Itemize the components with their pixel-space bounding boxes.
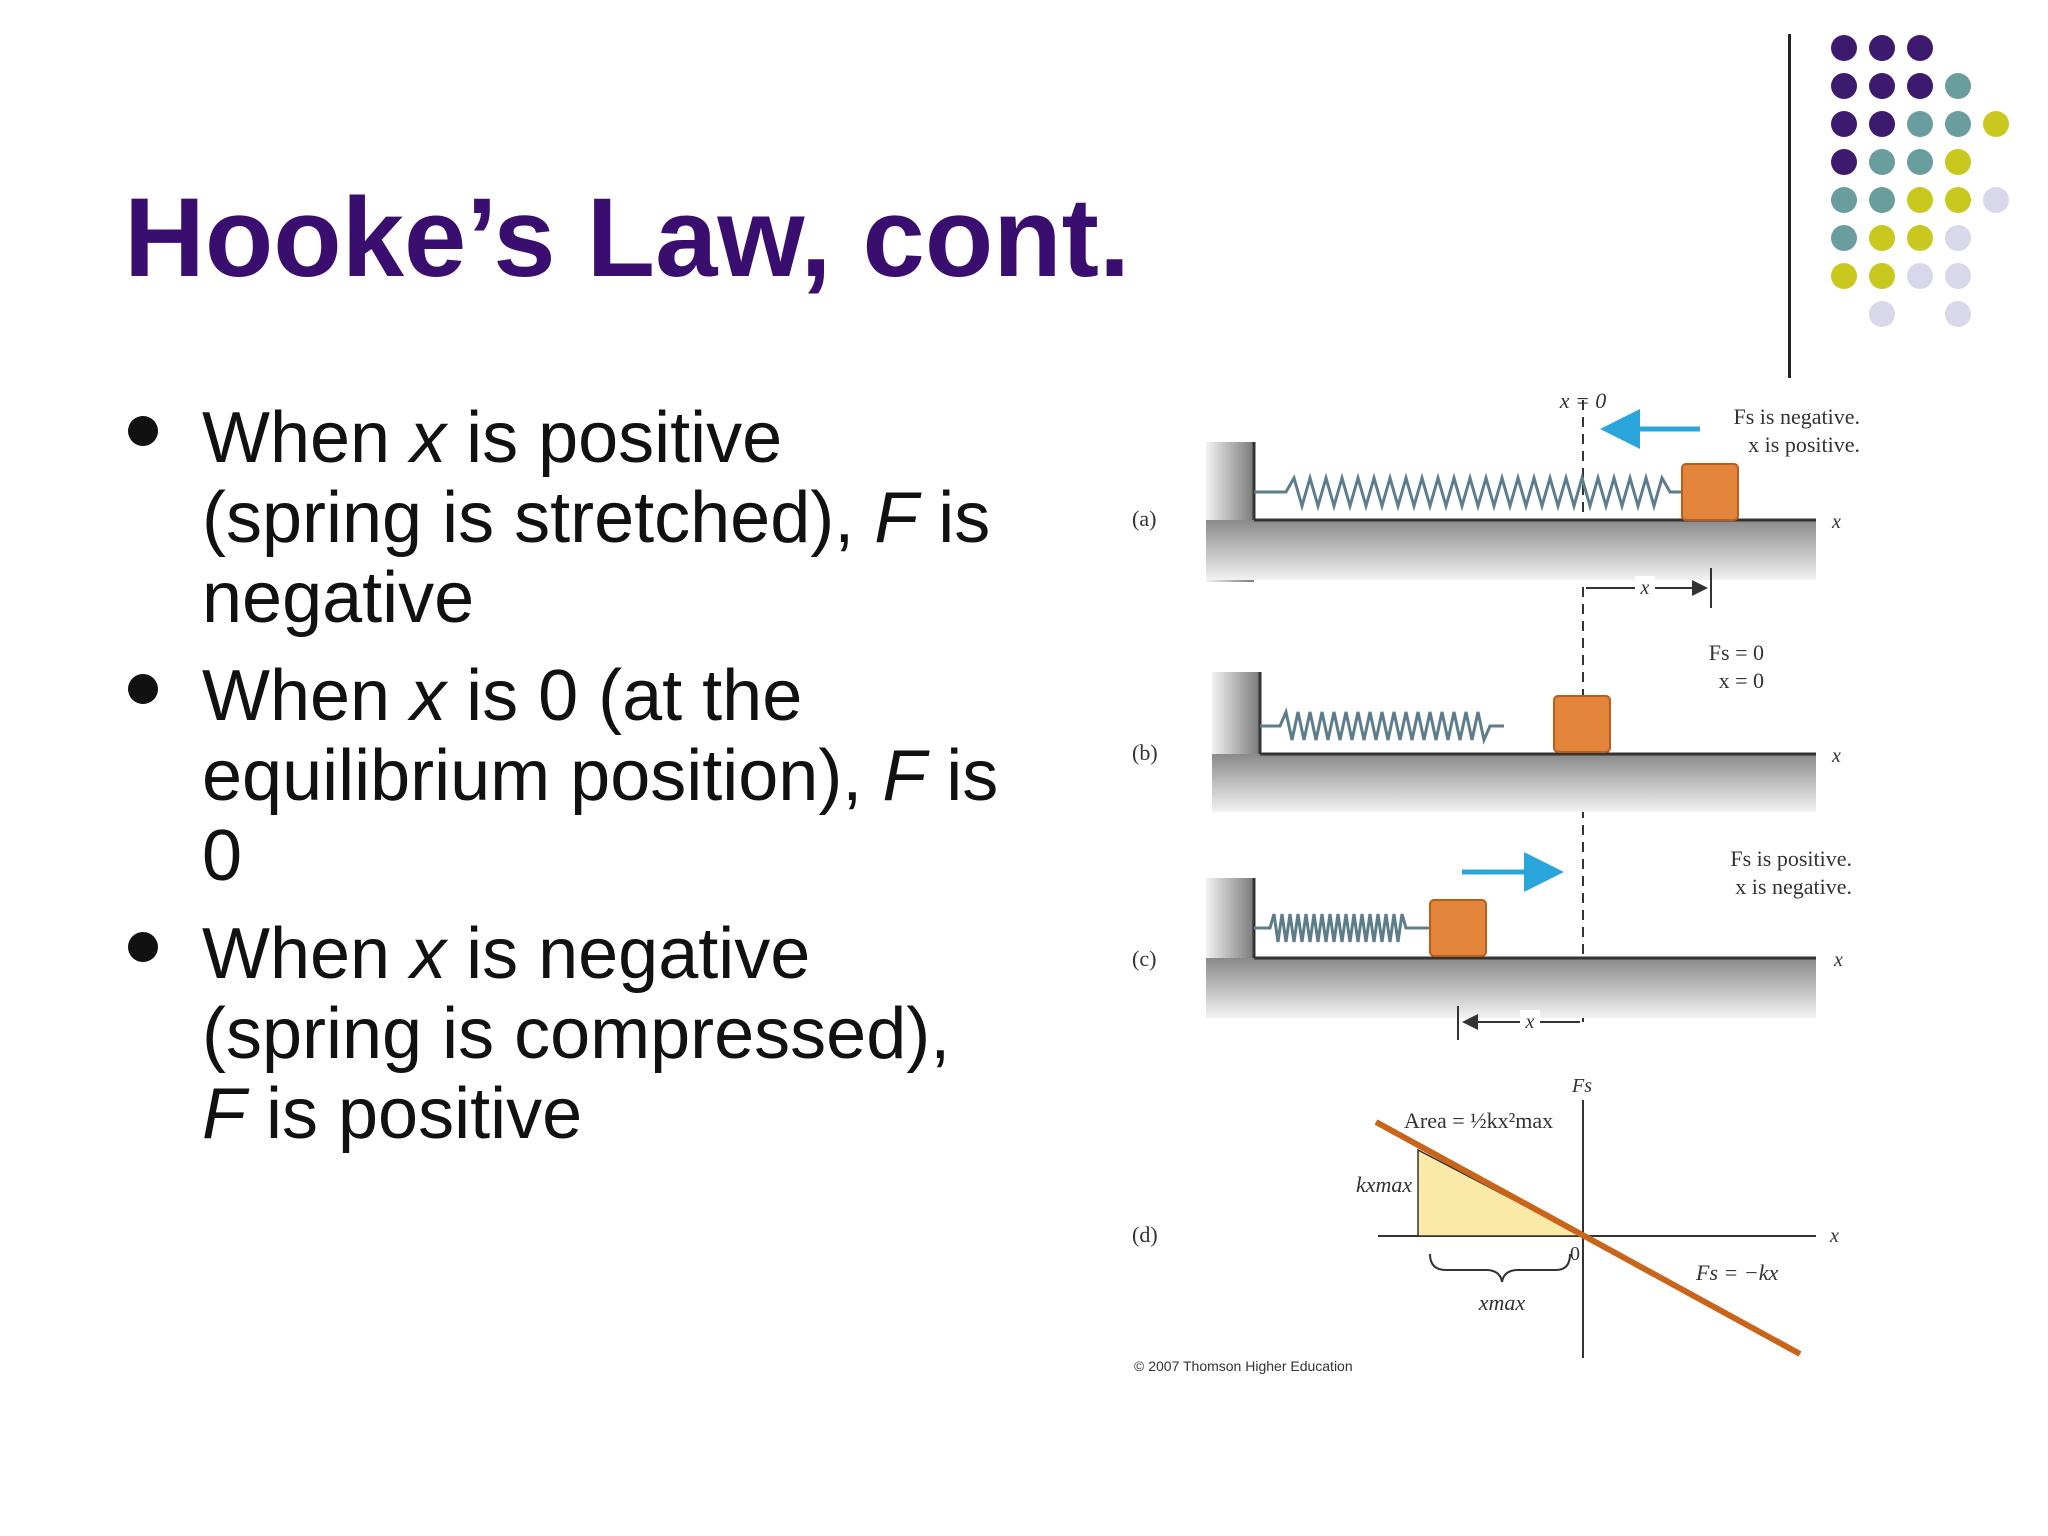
decorative-divider xyxy=(1788,34,1791,378)
hookes-law-line xyxy=(1374,1119,1802,1357)
decor-dot xyxy=(1869,35,1895,61)
dimension-label: x xyxy=(1640,577,1650,599)
decor-dot xyxy=(1907,187,1933,213)
y-axis-label: Fs xyxy=(1571,1075,1592,1097)
spring-stretched xyxy=(1254,472,1682,512)
decor-dot xyxy=(1907,35,1933,61)
panel-b-note-1: Fs = 0 xyxy=(1709,640,1764,665)
decor-dot xyxy=(1945,111,1971,137)
decor-dot xyxy=(1907,225,1933,251)
panel-label-a: (a) xyxy=(1132,506,1156,531)
xmax-label: xmax xyxy=(1478,1290,1526,1315)
panel-a: (a) Fs is negative. x is positive. x x xyxy=(1132,404,1860,608)
decor-dot xyxy=(1869,263,1895,289)
decor-dot xyxy=(1907,149,1933,175)
decor-dot xyxy=(1869,149,1895,175)
dimension-label-bg xyxy=(1520,1010,1540,1032)
spring-diagram: x = 0 (a) Fs is negative. x is positive.… xyxy=(1132,388,1860,1358)
decor-dot xyxy=(1945,263,1971,289)
decor-dot xyxy=(1831,111,1857,137)
floor xyxy=(1206,958,1816,1018)
decor-dot xyxy=(1907,263,1933,289)
kxmax-label: kxmax xyxy=(1356,1172,1412,1197)
xmax-brace xyxy=(1429,1253,1571,1283)
decor-dot xyxy=(1945,187,1971,213)
decor-dot xyxy=(1869,111,1895,137)
decor-dot xyxy=(1945,225,1971,251)
bullet-list: When x is positive (spring is stretched)… xyxy=(124,398,1004,1172)
panel-c-note-2: x is negative. xyxy=(1735,874,1852,899)
decor-dot xyxy=(1831,73,1857,99)
x-axis-label: x xyxy=(1829,1225,1839,1247)
bullet-dot-icon xyxy=(128,416,158,446)
dimension-label-bg xyxy=(1635,576,1655,598)
decor-dot xyxy=(1869,225,1895,251)
decor-dot xyxy=(1831,225,1857,251)
slide-title: Hooke’s Law, cont. xyxy=(124,175,1131,300)
panel-label-b: (b) xyxy=(1132,740,1158,765)
decor-dot xyxy=(1831,35,1857,61)
decor-dot xyxy=(1945,301,1971,327)
bullet-dot-icon xyxy=(128,932,158,962)
spring-relaxed xyxy=(1260,707,1504,745)
x-axis-label: x xyxy=(1833,949,1843,971)
law-label: Fs = −kx xyxy=(1695,1260,1778,1285)
decor-dot xyxy=(1945,149,1971,175)
decor-dot xyxy=(1907,111,1933,137)
panel-c-note-1: Fs is positive. xyxy=(1730,846,1852,871)
panel-d: (d) Fs Area = ½kx²max kxmax 0 x xmax Fs … xyxy=(1132,1075,1839,1358)
x-axis-label: x xyxy=(1831,511,1841,533)
panel-b-note-2: x = 0 xyxy=(1719,668,1764,693)
panel-a-note-2: x is positive. xyxy=(1748,432,1860,457)
decor-dot xyxy=(1831,263,1857,289)
dimension-label: x xyxy=(1525,1011,1535,1033)
x-axis-label: x xyxy=(1831,745,1841,767)
bullet-item: When x is 0 (at the equilibrium position… xyxy=(124,656,1004,896)
x-zero-label: x = 0 xyxy=(1559,388,1607,413)
panel-label-c: (c) xyxy=(1132,946,1156,971)
floor xyxy=(1212,754,1816,812)
area-label: Area = ½kx²max xyxy=(1404,1108,1553,1133)
spring-compressed xyxy=(1254,913,1430,943)
panel-b: (b) Fs = 0 x = 0 x xyxy=(1132,640,1841,812)
bullet-item: When x is negative (spring is compressed… xyxy=(124,914,1004,1154)
decor-dot xyxy=(1907,73,1933,99)
panel-a-note-1: Fs is negative. xyxy=(1734,404,1861,429)
block xyxy=(1681,463,1739,521)
copyright-note: © 2007 Thomson Higher Education xyxy=(1134,1358,1353,1374)
decor-dot xyxy=(1945,73,1971,99)
decor-dot xyxy=(1869,301,1895,327)
panel-label-d: (d) xyxy=(1132,1222,1158,1247)
bullet-dot-icon xyxy=(128,674,158,704)
block xyxy=(1429,899,1487,957)
decor-dot xyxy=(1869,187,1895,213)
decor-dot xyxy=(1983,111,2009,137)
decor-dot xyxy=(1869,73,1895,99)
decor-dot xyxy=(1831,149,1857,175)
decor-dot xyxy=(1831,187,1857,213)
floor xyxy=(1206,520,1816,580)
block xyxy=(1553,695,1611,753)
origin-label: 0 xyxy=(1570,1243,1580,1265)
bullet-item: When x is positive (spring is stretched)… xyxy=(124,398,1004,638)
panel-c: (c) Fs is positive. x is negative. x x xyxy=(1132,846,1852,1040)
decor-dot xyxy=(1983,187,2009,213)
